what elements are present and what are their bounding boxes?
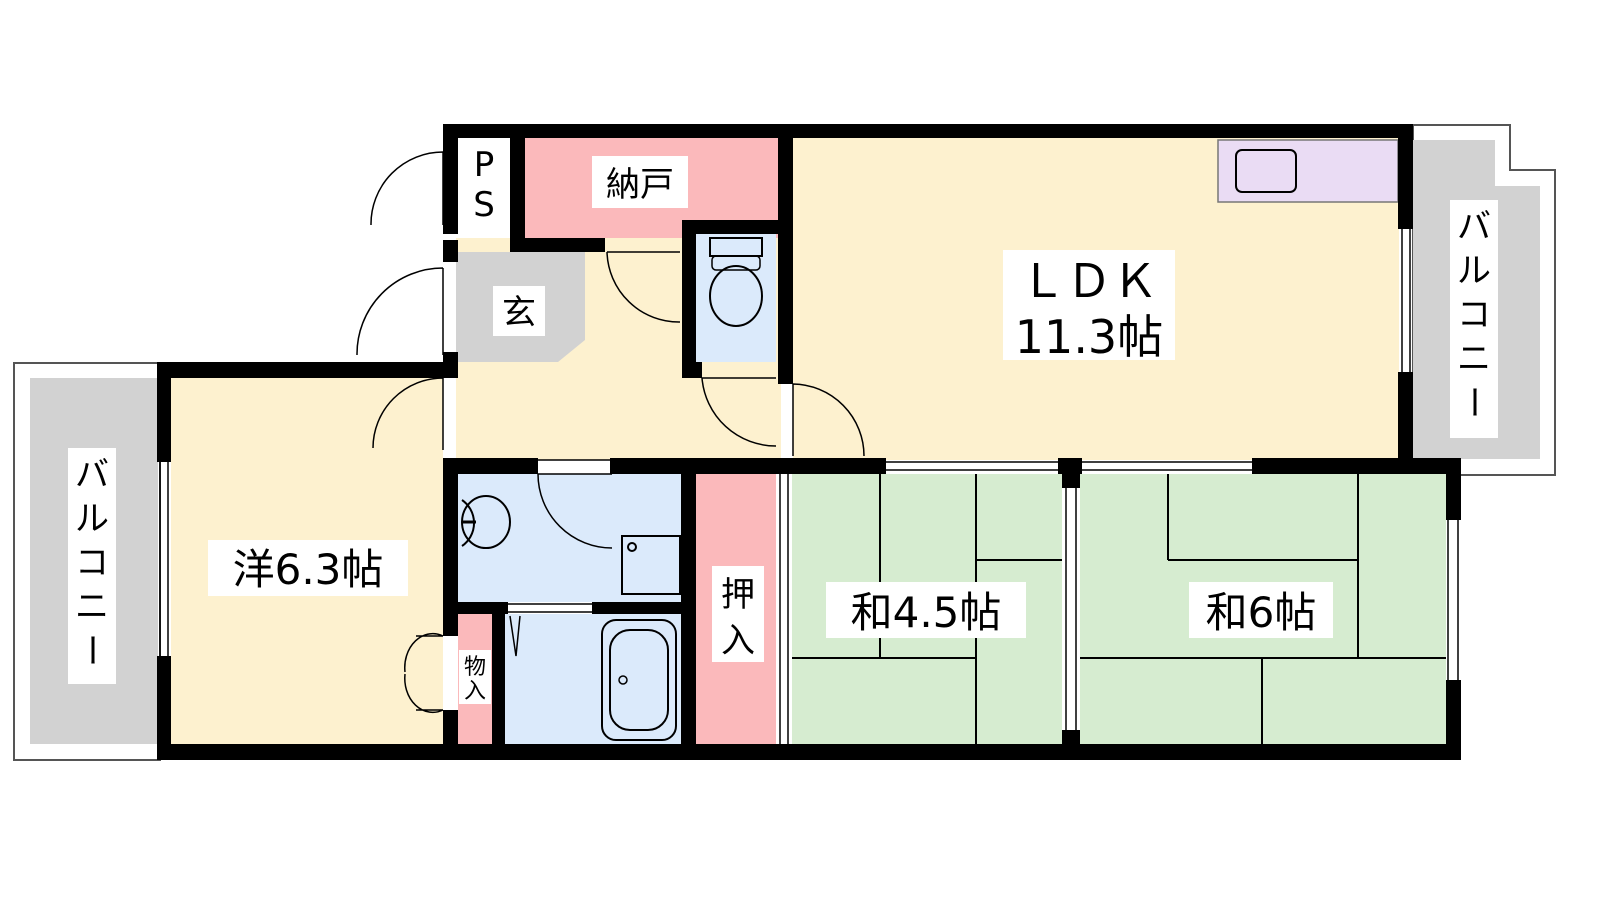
svg-text:物: 物 <box>464 655 486 680</box>
svg-text:S: S <box>473 185 495 225</box>
toilet-room <box>696 234 776 362</box>
svg-text:納戸: 納戸 <box>606 165 674 205</box>
washing-machine-spot <box>621 535 681 595</box>
svg-text:ー: ー <box>71 633 111 667</box>
doors <box>356 151 865 714</box>
label-balcony-right: バ ル コ ニ ー <box>1450 200 1498 438</box>
bathroom <box>505 614 681 744</box>
label-washitsu-b: 和6帖 <box>1189 582 1333 638</box>
tatami-lines-b <box>1080 474 1446 744</box>
label-western: 洋6.3帖 <box>208 540 408 596</box>
svg-text:押: 押 <box>721 575 755 615</box>
label-washitsu-a: 和4.5帖 <box>826 582 1026 638</box>
svg-text:和6帖: 和6帖 <box>1206 588 1317 637</box>
label-monoire: 物 入 <box>459 650 491 704</box>
windows <box>159 229 1459 744</box>
walls <box>157 124 1461 760</box>
svg-text:ル: ル <box>75 499 109 539</box>
label-ps: P S <box>473 145 495 225</box>
svg-text:ニ: ニ <box>1457 339 1491 379</box>
label-nando: 納戸 <box>592 156 688 208</box>
toilet-fixture <box>709 237 763 327</box>
svg-text:洋6.3帖: 洋6.3帖 <box>233 545 384 594</box>
svg-text:コ: コ <box>75 543 109 583</box>
ps-room <box>458 138 510 238</box>
svg-text:P: P <box>474 145 495 185</box>
label-balcony-left: バ ル コ ニ ー <box>68 448 116 684</box>
ldk-size: 11.3帖 <box>1015 310 1163 364</box>
bathtub-fixture <box>509 615 677 741</box>
svg-text:入: 入 <box>721 621 755 661</box>
ldk-name: ＬＤＫ <box>1020 254 1158 308</box>
label-genkan: 玄 <box>493 286 545 336</box>
svg-text:バ: バ <box>1457 207 1491 247</box>
svg-text:和4.5帖: 和4.5帖 <box>851 588 1002 637</box>
svg-text:コ: コ <box>1457 295 1491 335</box>
washbasin-fixture <box>461 495 511 549</box>
svg-text:ル: ル <box>1457 251 1491 291</box>
svg-text:バ: バ <box>75 455 109 495</box>
svg-text:ー: ー <box>1453 385 1493 419</box>
svg-text:玄: 玄 <box>502 293 536 333</box>
label-oshiire: 押 入 <box>712 566 764 662</box>
kitchen-sink <box>1235 149 1297 193</box>
washroom <box>458 474 681 602</box>
label-ldk: ＬＤＫ 11.3帖 <box>1003 250 1175 364</box>
svg-text:入: 入 <box>464 679 486 704</box>
svg-text:ニ: ニ <box>75 587 109 627</box>
